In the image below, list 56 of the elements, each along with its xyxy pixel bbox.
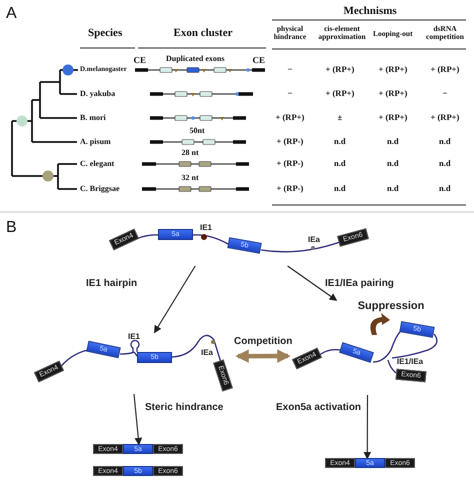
arrow bbox=[363, 395, 372, 460]
length-label: 32 nt bbox=[182, 174, 199, 182]
edge-label: Exon5a activation bbox=[275, 402, 362, 413]
table-cell: + (RP+) bbox=[326, 89, 354, 98]
table-cell: + (RP-) bbox=[276, 159, 304, 168]
end-label: CE bbox=[252, 56, 266, 65]
table-cell: n.d bbox=[387, 184, 399, 192]
table-cell: + (RP+) bbox=[378, 89, 408, 98]
table-cell: n.d bbox=[334, 137, 346, 146]
table-cell: − bbox=[288, 65, 292, 74]
species-name: D. yakuba bbox=[80, 90, 116, 98]
table-cell: ± bbox=[338, 113, 342, 122]
table-cell: + (RP-) bbox=[276, 137, 304, 146]
arrow bbox=[154, 266, 196, 334]
edge-label: Steric hindrance bbox=[144, 402, 224, 413]
table-cell: n.d bbox=[387, 137, 399, 146]
edge-label: IE1 hairpin bbox=[85, 278, 138, 289]
element-label: IEa bbox=[306, 235, 321, 244]
species-name: A. pisum bbox=[80, 138, 111, 146]
species-name: B. mori bbox=[80, 114, 106, 122]
double-arrow bbox=[235, 349, 291, 363]
species-name: C. Briggsae bbox=[80, 185, 120, 193]
table-cell: n.d bbox=[387, 159, 399, 168]
column-heading: Species bbox=[88, 28, 122, 39]
table-cell: + (RP+) bbox=[326, 65, 354, 74]
element-label: IEa bbox=[200, 348, 214, 357]
element-label: IE1 bbox=[126, 332, 141, 341]
species-name: C. elegant bbox=[80, 160, 114, 168]
end-label: CE bbox=[134, 56, 146, 65]
element-label: IE1/IEa bbox=[396, 357, 424, 367]
length-label: 50nt bbox=[190, 127, 205, 135]
table-cell: − bbox=[288, 89, 292, 98]
table-cell: − bbox=[442, 89, 448, 98]
panel-letter: A bbox=[6, 6, 17, 22]
table-cell: n.d bbox=[334, 184, 346, 192]
column-heading: Exon cluster bbox=[174, 28, 232, 39]
table-cell: + (RP+) bbox=[430, 113, 460, 122]
process-label: Suppression bbox=[360, 300, 422, 312]
arrow bbox=[287, 266, 338, 301]
table-cell: n.d bbox=[439, 137, 451, 146]
column-heading: Mechnisms bbox=[344, 6, 397, 17]
panel-letter: B bbox=[6, 220, 17, 236]
table-cell: + (RP+) bbox=[276, 113, 304, 122]
edge-label: Competition bbox=[233, 336, 294, 347]
edge-label: IE1/IEa pairing bbox=[324, 278, 395, 289]
length-label: 28 nt bbox=[182, 149, 199, 157]
table-cell: + (RP+) bbox=[378, 113, 408, 122]
table-cell: n.d bbox=[439, 159, 451, 168]
table-cell: n.d bbox=[439, 184, 451, 192]
cluster-label: Duplicated exons bbox=[166, 55, 224, 63]
table-cell: + (RP-) bbox=[276, 184, 304, 192]
table-cell: + (RP+) bbox=[378, 65, 408, 74]
table-cell: + (RP+) bbox=[430, 65, 460, 74]
element-label: IE1 bbox=[198, 223, 213, 232]
table-cell: n.d bbox=[334, 159, 346, 168]
arrow bbox=[133, 394, 142, 446]
